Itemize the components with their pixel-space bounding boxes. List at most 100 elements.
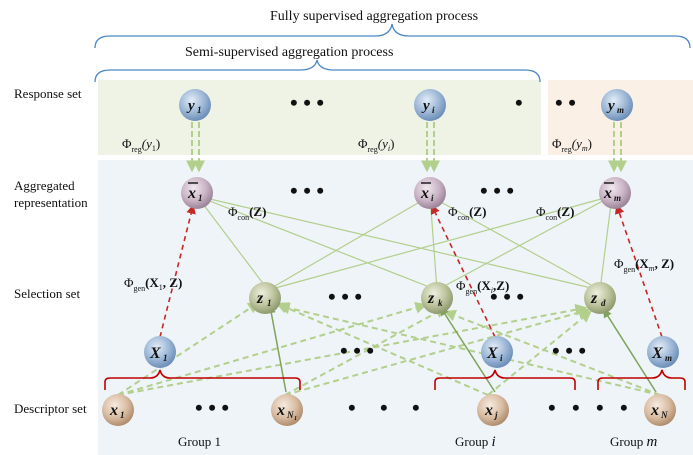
descriptor-node-xj: x j (477, 394, 509, 426)
group-brackets (104, 369, 686, 390)
svg-text:1: 1 (120, 410, 125, 420)
selection-node-z1: z 1 (249, 282, 281, 314)
phi-con-1: Φcon(Z) (228, 204, 266, 222)
svg-text:i: i (432, 105, 435, 115)
svg-text:Φcon(Z): Φcon(Z) (228, 204, 266, 222)
descriptor-node-x1: x 1 (102, 394, 134, 426)
svg-text:1: 1 (198, 193, 203, 203)
svg-text:Φgen(X1, Z): Φgen(X1, Z) (124, 275, 182, 293)
svg-text:Φreg(y1): Φreg(y1) (122, 136, 160, 154)
selection-ellipsis-2: • • • (490, 284, 524, 309)
svg-text:1: 1 (294, 416, 297, 422)
descriptor-set-label: Descriptor set (14, 401, 87, 416)
aggregated-ellipsis-1: • • • (290, 178, 324, 203)
svg-text:m: m (617, 105, 624, 115)
selection-node-zk: z k (421, 282, 453, 314)
response-region (98, 80, 541, 155)
response-node-ym: y m (601, 89, 633, 121)
fully-supervised-title: Fully supervised aggregation process (270, 9, 478, 24)
response-ellipsis-2b: • • (555, 90, 576, 115)
svg-text:x: x (484, 402, 493, 419)
group-1-label: Group 1 (178, 434, 221, 449)
svg-text:1: 1 (197, 105, 202, 115)
group-node-Xm: X m (647, 336, 679, 368)
group-ellipsis-1: • • • (340, 338, 374, 363)
aggregated-label-line2: representation (14, 195, 88, 210)
group-ellipsis-2: • • • (552, 338, 586, 363)
phi-reg-m: Φreg(ym) (552, 136, 592, 154)
descriptor-ellipsis-1: • • • (195, 395, 229, 420)
svg-text:Φgen(Xi,Z): Φgen(Xi,Z) (456, 278, 509, 296)
descriptor-node-xN: x N (644, 394, 676, 426)
descriptor-selection-dashed-links (117, 301, 661, 396)
selection-node-zd: z d (584, 282, 616, 314)
aggregated-label-line1: Aggregated (14, 178, 75, 193)
descriptor-ellipsis-6: • (572, 395, 580, 420)
phi-gen-m: Φgen(Xm, Z) (614, 256, 674, 274)
descriptor-ellipsis-8: • (620, 395, 628, 420)
svg-text:X: X (651, 345, 663, 362)
response-node-yi: y i (414, 89, 446, 121)
regression-links (186, 122, 627, 173)
svg-text:1: 1 (163, 353, 168, 363)
svg-text:x: x (650, 402, 659, 419)
svg-text:x: x (420, 185, 429, 202)
group-node-X1: X 1 (144, 336, 176, 368)
selection-ellipsis-1: • • • (328, 284, 362, 309)
svg-text:x: x (109, 402, 118, 419)
phi-gen-1: Φgen(X1, Z) (124, 275, 182, 293)
svg-text:x: x (276, 402, 285, 419)
svg-text:X: X (486, 345, 498, 362)
aggregated-ellipsis-2: • • • (480, 178, 514, 203)
svg-text:i: i (431, 193, 434, 203)
response-set-label: Response set (14, 86, 82, 101)
semi-supervised-brace (94, 59, 541, 83)
descriptor-node-xN1: x N 1 (271, 394, 303, 426)
semi-supervised-title: Semi-supervised aggregation process (185, 45, 393, 60)
descriptor-ellipsis-5: • (548, 395, 556, 420)
svg-text:k: k (438, 298, 443, 308)
generator-links (159, 204, 663, 338)
svg-text:Φgen(Xm, Z): Φgen(Xm, Z) (614, 256, 674, 274)
response-ellipsis-1: • • • (290, 90, 324, 115)
svg-text:X: X (149, 345, 161, 362)
group-m-label: Group m (610, 434, 657, 450)
phi-gen-i: Φgen(Xi,Z) (456, 278, 509, 296)
svg-text:x: x (187, 185, 196, 202)
svg-text:N: N (660, 410, 668, 420)
fully-supervised-brace (94, 23, 691, 49)
phi-con-2: Φcon(Z) (448, 204, 486, 222)
descriptor-ellipsis-7: • (596, 395, 604, 420)
svg-text:y: y (606, 98, 615, 114)
descriptor-ellipsis-3: • (380, 395, 388, 420)
aggregated-node-x1: x 1 (181, 177, 213, 209)
svg-text:N: N (286, 410, 294, 420)
svg-text:j: j (493, 410, 498, 420)
svg-text:Φreg(ym): Φreg(ym) (552, 136, 592, 154)
svg-text:m: m (614, 193, 621, 203)
response-ellipsis-2a: • (515, 90, 523, 115)
selection-aggregation-links (196, 195, 613, 291)
aggregated-node-xm: x m (599, 177, 631, 209)
aggregated-node-xi: x i (414, 177, 446, 209)
svg-text:z: z (256, 290, 264, 307)
group-node-Xi: X i (481, 336, 513, 368)
svg-text:y: y (421, 98, 430, 114)
svg-text:Φcon(Z): Φcon(Z) (536, 204, 574, 222)
phi-reg-i: Φreg(yi) (358, 136, 394, 154)
selection-set-label: Selection set (14, 286, 80, 301)
svg-text:1: 1 (267, 298, 272, 308)
response-node-y1: y 1 (179, 89, 211, 121)
svg-text:z: z (427, 290, 435, 307)
group-i-label: Group i (455, 434, 496, 450)
svg-text:z: z (590, 290, 598, 307)
svg-text:m: m (665, 353, 672, 363)
phi-reg-1: Φreg(y1) (122, 136, 160, 154)
phi-con-3: Φcon(Z) (536, 204, 574, 222)
svg-text:Φcon(Z): Φcon(Z) (448, 204, 486, 222)
descriptor-ellipsis-4: • (412, 395, 420, 420)
svg-text:x: x (603, 185, 612, 202)
descriptor-ellipsis-2: • (348, 395, 356, 420)
